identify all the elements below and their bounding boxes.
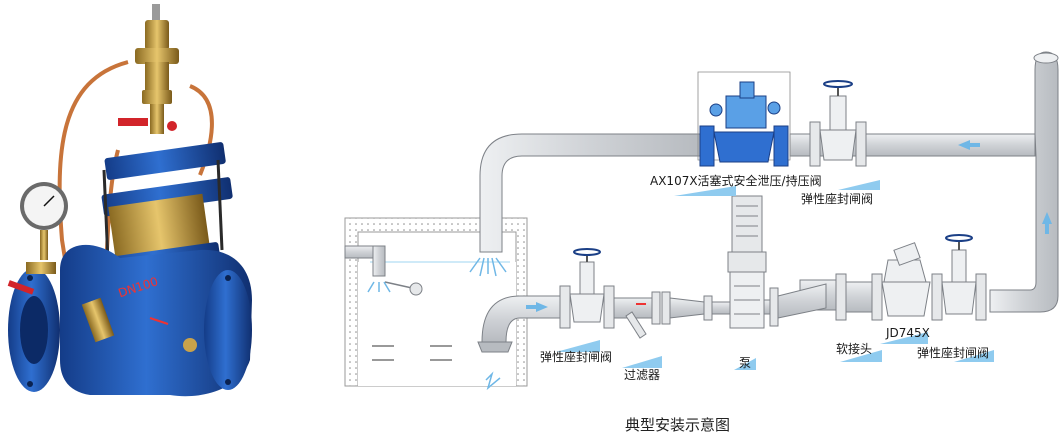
label-flexible-joint: 软接头 xyxy=(836,342,873,356)
check-valve xyxy=(881,242,931,317)
valve-photo: DN100 xyxy=(7,4,252,397)
strainer xyxy=(613,291,731,339)
discharge-fittings xyxy=(763,273,883,327)
flow-arrow-riser xyxy=(1042,212,1052,234)
pump xyxy=(727,195,767,329)
pointer-gate-right xyxy=(954,350,994,362)
label-check-valve: JD745X xyxy=(886,326,930,340)
pointer-check xyxy=(880,332,928,344)
flow-arrow-suction xyxy=(526,302,548,312)
pressure-gauge xyxy=(20,182,68,260)
label-gate-valve-top: 弹性座封闸阀 xyxy=(801,192,874,206)
pointer-flex xyxy=(840,350,882,362)
installation-diagram xyxy=(344,51,1059,391)
pointer-pump xyxy=(734,358,756,370)
flow-arrow-top xyxy=(958,140,980,150)
riser-pipe xyxy=(989,51,1059,313)
relief-valve-main xyxy=(697,71,791,167)
label-gate-valve-right: 弹性座封闸阀 xyxy=(917,346,990,360)
label-main-valve: AX107X活塞式安全泄压/持压阀 xyxy=(650,174,822,188)
pointer-gate-left xyxy=(556,340,600,352)
label-pump: 泵 xyxy=(739,356,752,370)
gate-valve-right xyxy=(931,234,987,321)
gate-valve-top xyxy=(809,80,867,167)
gate-valve-left xyxy=(559,248,615,329)
figure-caption: 典型安装示意图 xyxy=(625,416,731,434)
pointer-main-valve xyxy=(674,186,736,196)
pointer-gate-top xyxy=(838,180,880,190)
label-gate-valve-left: 弹性座封闸阀 xyxy=(540,350,613,364)
pointer-strainer xyxy=(622,356,662,368)
label-strainer: 过滤器 xyxy=(624,368,661,382)
